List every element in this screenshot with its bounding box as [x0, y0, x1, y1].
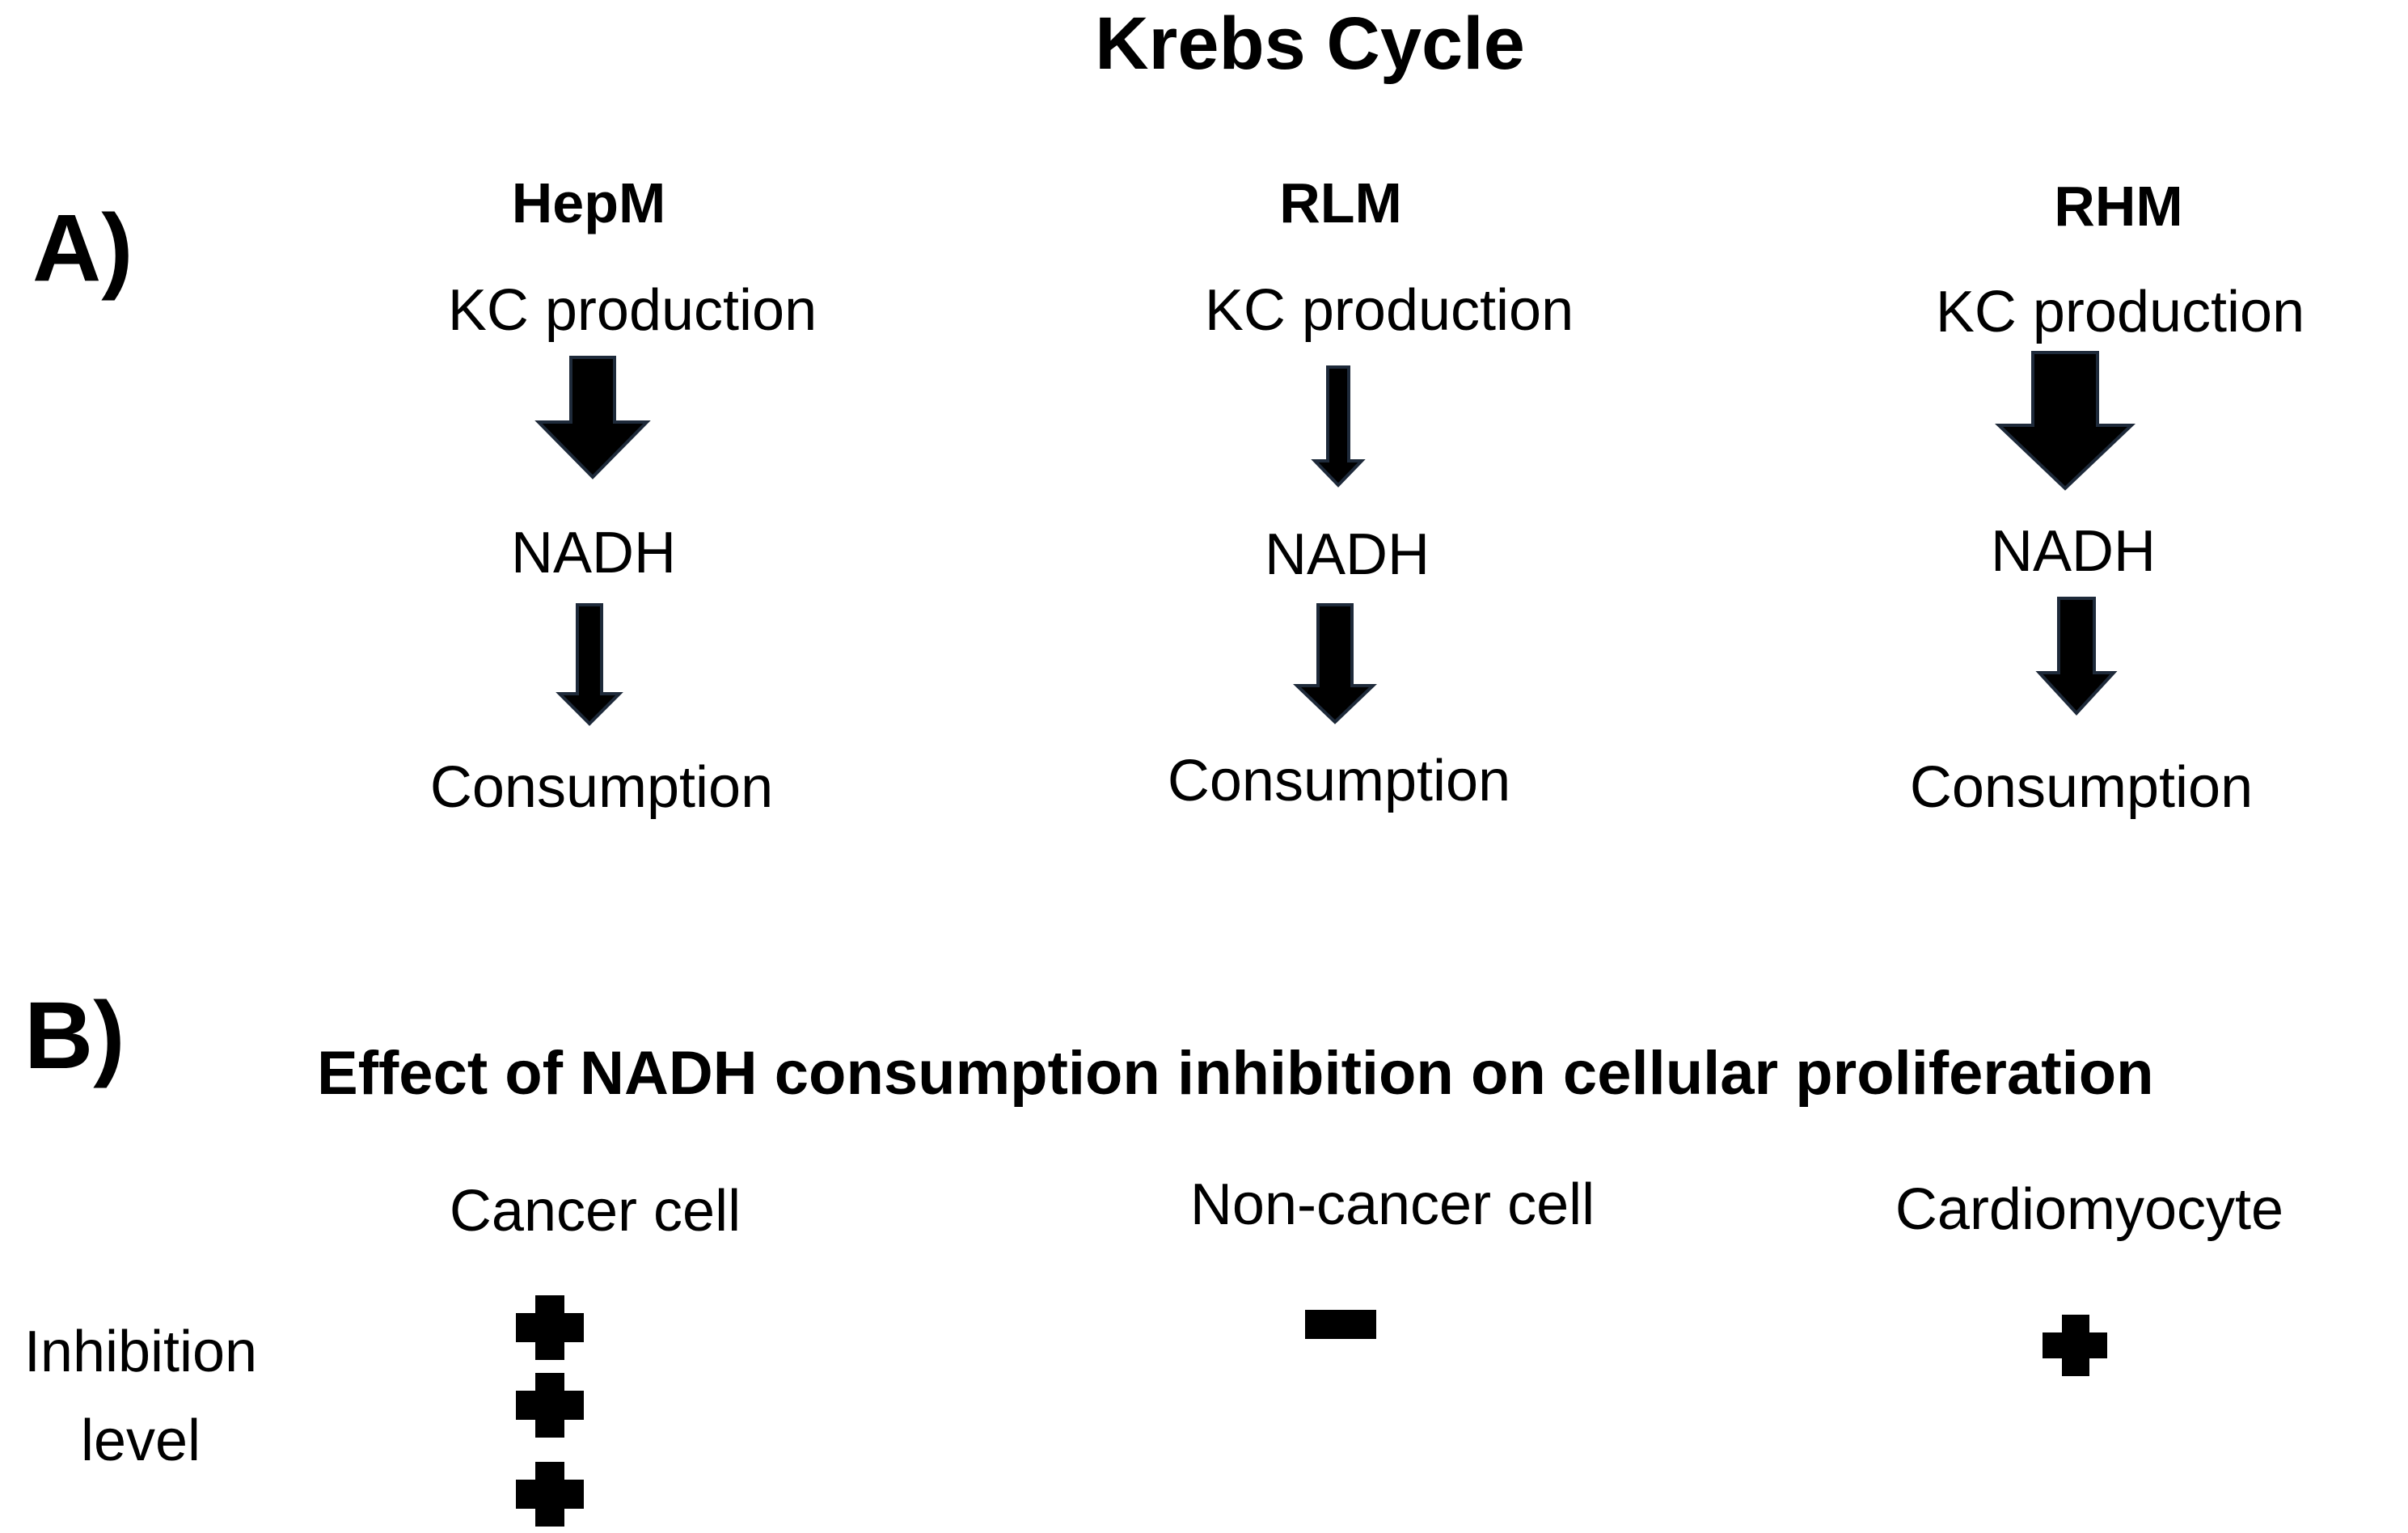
nadh-label: NADH [1990, 519, 2157, 584]
cell-type-non-cancer: Non-cancer cell [1189, 1172, 1595, 1237]
column-name-hepm: HepM [511, 171, 666, 234]
cell-type-cardiomyocyte: Cardiomyocyte [1895, 1177, 2284, 1242]
consumption-label: Consumption [1909, 755, 2254, 820]
arrow-hepm-production [534, 356, 651, 479]
plus-icon [516, 1373, 584, 1438]
plus-icon [516, 1295, 584, 1360]
row-label-inhibition: Inhibition [23, 1320, 258, 1384]
panel-b-label: B) [24, 982, 125, 1089]
arrow-rhm-consumption [2035, 597, 2118, 716]
kc-production-label: KC production [447, 278, 817, 343]
column-name-rhm: RHM [2054, 175, 2183, 238]
column-name-rlm: RLM [1279, 171, 1402, 234]
arrow-rlm-consumption [1293, 603, 1377, 724]
nadh-label: NADH [510, 521, 677, 585]
arrow-hepm-consumption [556, 603, 623, 726]
kc-production-label: KC production [1935, 280, 2305, 344]
nadh-label: NADH [1264, 522, 1430, 587]
panel-a-label: A) [32, 195, 133, 302]
minus-icon [1305, 1310, 1376, 1339]
panel-b-title: Effect of NADH consumption inhibition on… [317, 1039, 2154, 1108]
diagram-title: Krebs Cycle [1095, 2, 1525, 85]
consumption-label: Consumption [429, 755, 774, 820]
inhibition-symbols [516, 1295, 2107, 1527]
arrow-rlm-production [1311, 365, 1366, 488]
row-label-level: level [80, 1408, 201, 1473]
plus-icon [516, 1462, 584, 1527]
kc-production-label: KC production [1204, 278, 1574, 343]
arrow-rhm-production [1994, 351, 2136, 491]
consumption-label: Consumption [1167, 749, 1511, 813]
cell-type-cancer: Cancer cell [449, 1179, 741, 1244]
plus-icon [2043, 1315, 2107, 1376]
